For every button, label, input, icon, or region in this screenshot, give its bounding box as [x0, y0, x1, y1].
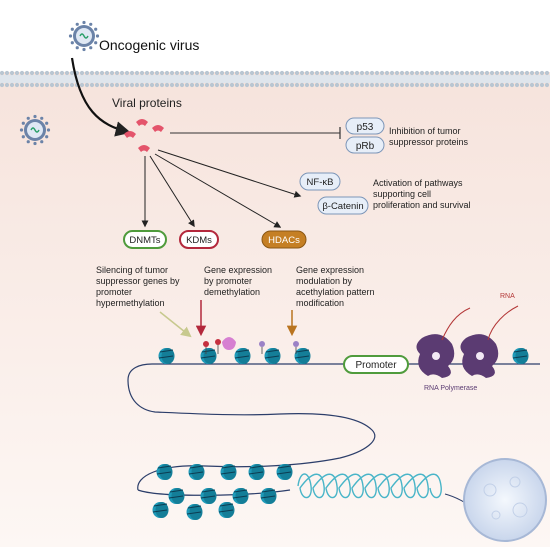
rna-polymerase-1 [416, 334, 455, 378]
silencing-text-1: Silencing of tumor [96, 265, 168, 275]
bcatenin-pill [317, 196, 369, 215]
nucleosome [200, 488, 217, 504]
nucleus-icon [463, 458, 547, 542]
inhibition-text-1: Inhibition of tumor [389, 126, 461, 136]
acetylation-text-1: Gene expression [296, 265, 364, 275]
dna-strand-upper [127, 363, 376, 491]
activation-text-2: supporting cell [373, 189, 431, 199]
activation-text-3: proliferation and survival [373, 200, 471, 210]
promoter-pill [343, 355, 409, 374]
nucleosome [264, 348, 281, 364]
kdms-label: KDMs [186, 235, 212, 246]
virus-icon [68, 20, 100, 52]
nfkb-pill [299, 172, 341, 191]
silencing-text-3: promoter [96, 287, 132, 297]
hdacs-pill [261, 230, 307, 249]
acetylation-text-2: modulation by [296, 276, 353, 286]
nucleosome [158, 348, 175, 364]
silencing-text-2: suppressor genes by [96, 276, 180, 286]
nucleosome [188, 464, 205, 480]
demethylation-text-2: by promoter [204, 276, 252, 286]
virus-label: Oncogenic virus [99, 37, 199, 53]
kdms-pill [179, 230, 219, 249]
dnmts-label: DNMTs [129, 235, 160, 246]
nucleosome [260, 488, 277, 504]
rna-strand-1 [441, 307, 471, 341]
demethylation-text-1: Gene expression [204, 265, 272, 275]
acetylation-text-4: modification [296, 298, 344, 308]
condensed-chromatin [152, 464, 293, 520]
dnmts-pill [123, 230, 167, 249]
arrow-to-pathways [157, 149, 302, 198]
nucleosome [276, 464, 293, 480]
rna-label: RNA [500, 293, 515, 300]
rna-polymerase-label: RNA Polymerase [424, 385, 477, 392]
nucleosome [200, 348, 217, 364]
internalized-virus-icon [19, 114, 51, 146]
activation-text-1: Activation of pathways [373, 178, 463, 188]
dnmt-effect-arrow [159, 311, 192, 338]
kdm-enzyme-icon [222, 337, 236, 350]
p53-label: p53 [357, 122, 374, 133]
infection-arrow [70, 57, 131, 137]
nucleosome [152, 502, 169, 518]
prb-label: pRb [356, 141, 375, 152]
prb-pill [345, 136, 385, 154]
acetylation-text-3: acethylation pattern [296, 287, 375, 297]
nucleosome [232, 488, 249, 504]
p53-pill [345, 117, 385, 135]
nucleosome [220, 464, 237, 480]
nucleosome [168, 488, 185, 504]
nucleosome [218, 502, 235, 518]
bcatenin-label: β-Catenin [322, 201, 363, 212]
nucleosome [294, 348, 311, 364]
nucleosome [512, 348, 529, 364]
open-chromatin [158, 348, 529, 364]
viral-proteins-label: Viral proteins [112, 96, 182, 110]
promoter-label: Promoter [355, 360, 397, 371]
nucleosome [186, 504, 203, 520]
arrow-to-hdacs [154, 153, 282, 228]
nucleosome [234, 348, 251, 364]
nucleosome [248, 464, 265, 480]
nucleosome [156, 464, 173, 480]
demethylation-text-3: demethylation [204, 287, 260, 297]
hdacs-label: HDACs [268, 235, 300, 246]
silencing-text-4: hypermethylation [96, 298, 165, 308]
nfkb-label: NF-κB [307, 177, 334, 188]
chromatin-coil [297, 473, 442, 499]
methyl-marks [203, 337, 299, 354]
viral-proteins-icon [124, 119, 164, 152]
rna-polymerase-2 [460, 334, 499, 378]
arrow-to-kdms [149, 155, 195, 228]
inhibition-text-2: suppressor proteins [389, 137, 469, 147]
cell-membrane [0, 70, 550, 88]
cytoplasm-background [0, 72, 550, 547]
rna-strand-2 [487, 305, 519, 341]
